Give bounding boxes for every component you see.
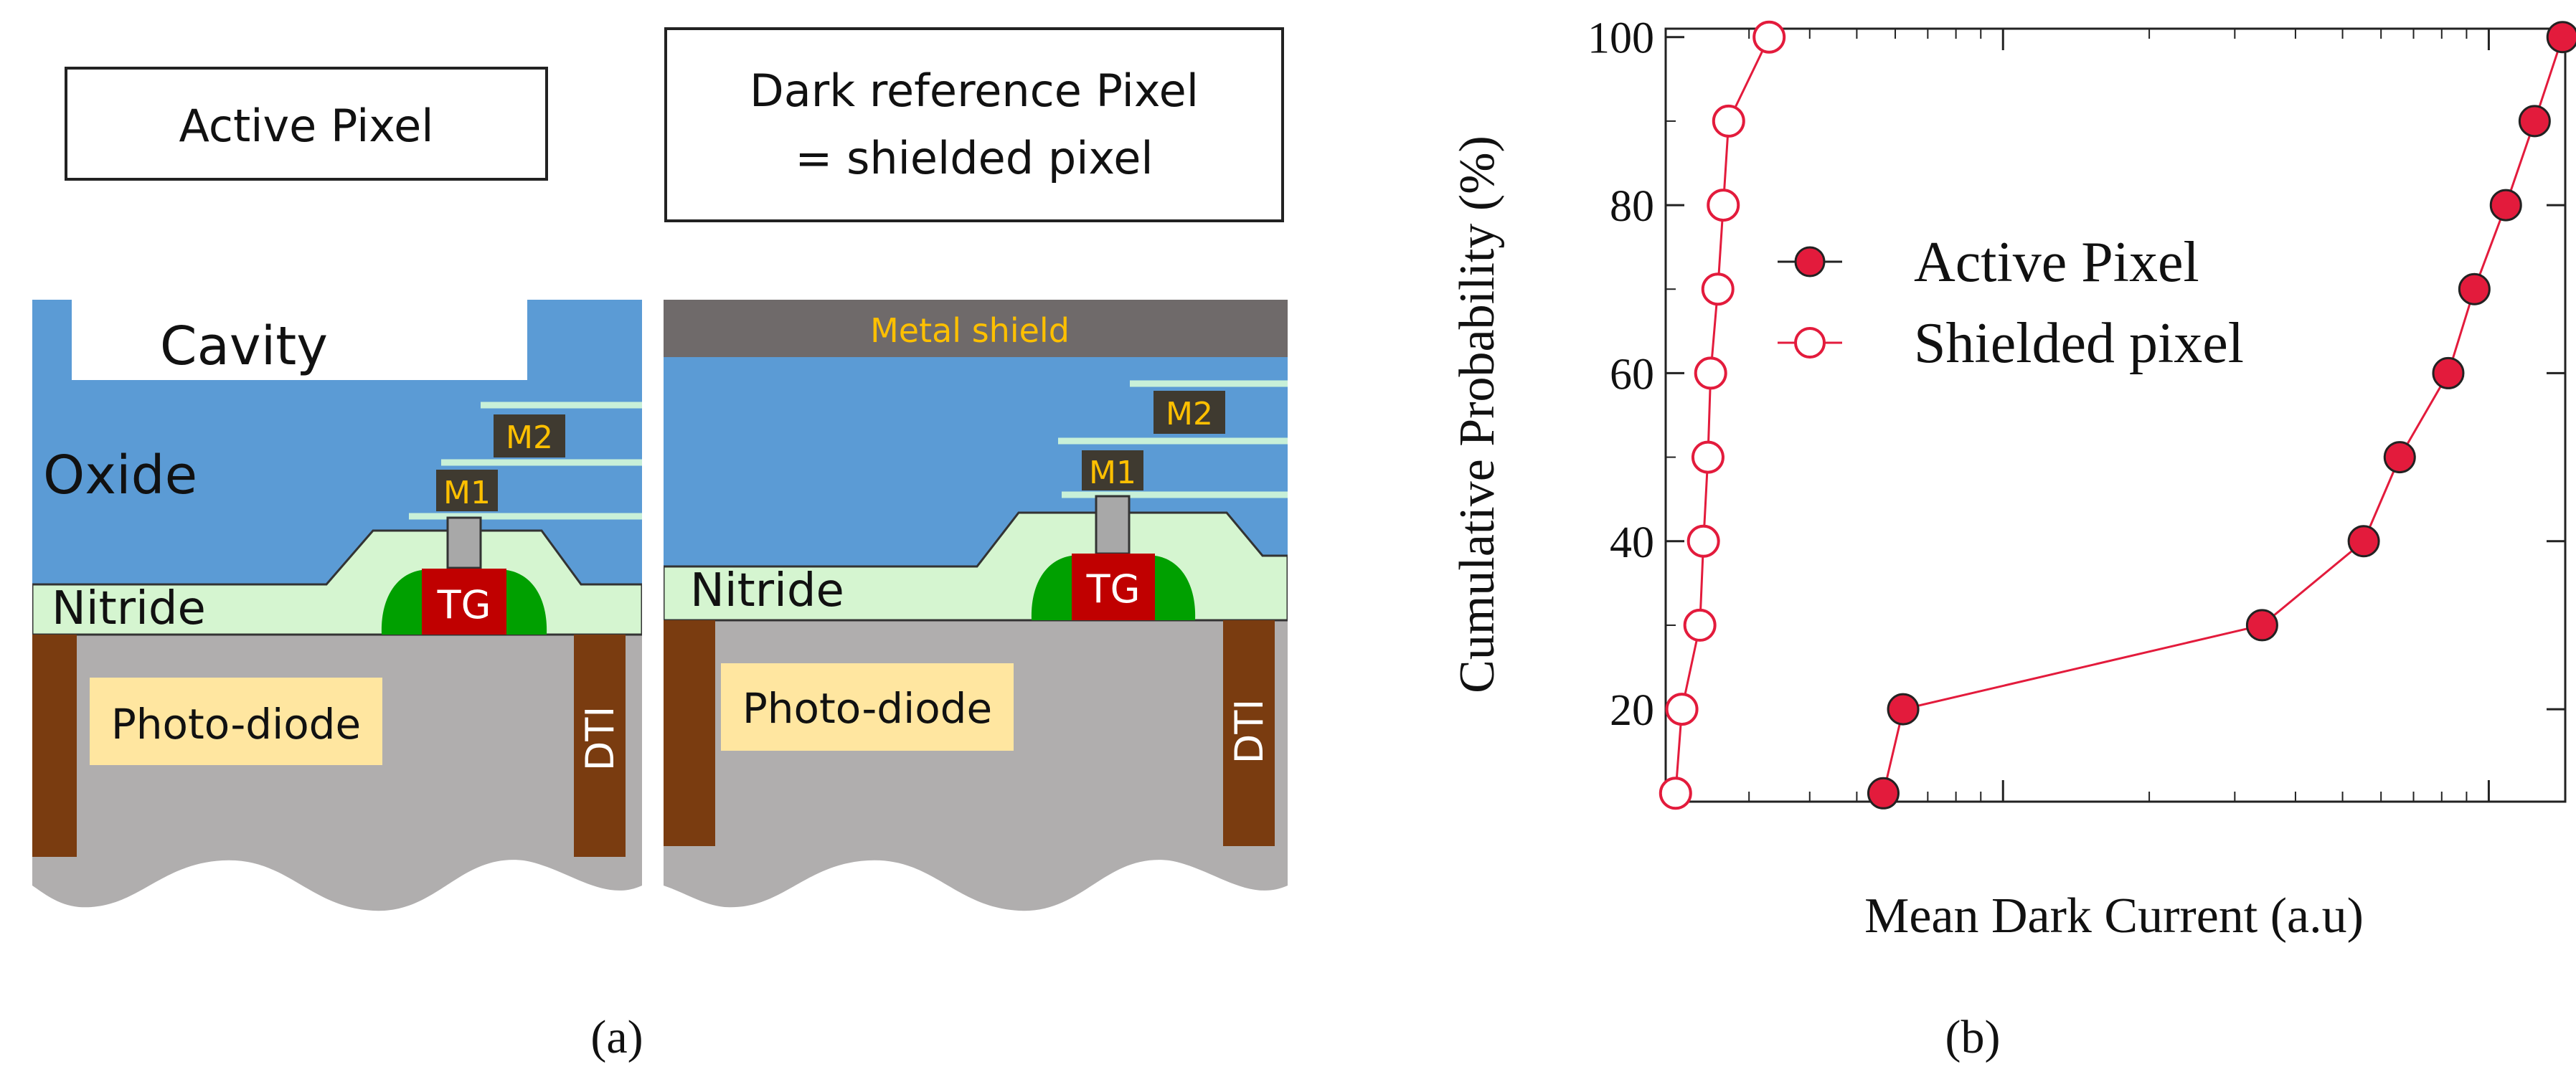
active-point xyxy=(2245,609,2278,642)
metal-shield-label: Metal shield xyxy=(870,311,1070,350)
dark-reference-title-box xyxy=(664,27,1284,222)
y-axis-label: Cumulative Probability (%) xyxy=(1450,136,1505,693)
shield-dti-left xyxy=(664,620,715,846)
dark-reference-title-line1: Dark reference Pixel xyxy=(750,65,1199,117)
shielded-point xyxy=(1686,524,1720,558)
active-dti-left xyxy=(32,635,77,857)
y-tick-label: 80 xyxy=(1610,182,1654,231)
active-silicon-substrate xyxy=(32,635,642,911)
legend-marker-shielded xyxy=(1794,327,1826,359)
shield-m1-label-bg xyxy=(1082,450,1143,490)
active-point xyxy=(2383,441,2416,474)
active-m1-label: M1 xyxy=(443,475,491,511)
active-m2-label: M2 xyxy=(506,419,553,456)
y-tick-label: 40 xyxy=(1610,518,1654,567)
metal-shield xyxy=(664,300,1288,357)
dark-reference-title-line2: = shielded pixel xyxy=(795,132,1153,184)
shield-m1-label: M1 xyxy=(1089,455,1136,491)
active-point xyxy=(2489,189,2522,222)
shielded-point xyxy=(1707,189,1740,222)
legend-label-shielded: Shielded pixel xyxy=(1914,312,2244,375)
series-line-shielded xyxy=(1674,37,1770,794)
shield-contact-plug xyxy=(1095,495,1131,555)
shield-dti-label: DTI xyxy=(1227,699,1272,764)
shield-nitride-label: Nitride xyxy=(690,564,844,617)
shield-dti-right xyxy=(1223,620,1275,846)
active-m1-label-bg xyxy=(436,470,498,511)
y-tick-label: 20 xyxy=(1610,686,1654,735)
legend: Active Pixel Shielded pixel xyxy=(1778,231,2244,375)
active-photodiode-label: Photo-diode xyxy=(111,700,361,749)
shield-tg-label: TG xyxy=(1086,566,1141,612)
shield-m2-label-bg xyxy=(1153,391,1225,434)
active-point xyxy=(2432,356,2465,389)
active-nitride-label: Nitride xyxy=(52,582,206,635)
active-contact-plug xyxy=(446,516,482,569)
x-axis-label: Mean Dark Current (a.u) xyxy=(1864,888,2364,944)
shield-m2-label: M2 xyxy=(1166,396,1213,432)
active-point xyxy=(2347,525,2380,558)
legend-label-active: Active Pixel xyxy=(1914,231,2199,294)
shielded-point xyxy=(1659,777,1692,810)
y-axis-ticks: 20 40 60 80 100 xyxy=(1587,14,2565,794)
active-cavity-label: Cavity xyxy=(160,315,328,377)
active-dti-right xyxy=(574,635,626,857)
shield-photodiode-label: Photo-diode xyxy=(742,684,992,733)
legend-marker-active xyxy=(1794,246,1826,277)
shielded-point xyxy=(1694,356,1727,390)
shielded-pixel-cross-section xyxy=(664,300,1288,911)
active-oxide-label: Oxide xyxy=(43,445,197,506)
active-m2-label-bg xyxy=(494,414,565,457)
active-left-spacer xyxy=(381,570,422,635)
active-tg-label: TG xyxy=(437,582,491,627)
active-point xyxy=(1867,777,1900,810)
dark-current-chart: 20 40 60 80 100 Cumulative Probability (%) M… xyxy=(1450,14,2576,1063)
y-tick-label: 100 xyxy=(1587,14,1654,63)
series-line-active xyxy=(1882,37,2564,794)
series-markers xyxy=(1659,20,2576,810)
active-point xyxy=(2546,21,2576,54)
active-right-spacer xyxy=(506,570,547,635)
shield-right-spacer xyxy=(1155,556,1196,620)
shielded-point xyxy=(1665,693,1699,726)
active-point xyxy=(2458,272,2491,305)
x-axis-ticks xyxy=(1748,29,2490,802)
panel-b-caption: (b) xyxy=(1945,1011,2001,1063)
shielded-point xyxy=(1701,272,1735,306)
active-point xyxy=(1887,693,1920,726)
shielded-point xyxy=(1712,104,1745,138)
shielded-point xyxy=(1752,20,1786,54)
shielded-point xyxy=(1683,608,1717,642)
shield-transfer-gate xyxy=(1072,554,1155,620)
active-transfer-gate xyxy=(422,569,506,635)
active-pixel-title-box xyxy=(65,67,548,181)
shielded-point xyxy=(1691,440,1725,474)
active-pixel-cross-section xyxy=(32,300,642,911)
active-cavity xyxy=(72,300,527,380)
plot-frame xyxy=(1664,27,2567,803)
series-lines xyxy=(1674,37,2564,794)
panel-a: Active Pixel Dark reference Pixel = shie… xyxy=(32,27,1288,1063)
shield-photodiode-box xyxy=(721,663,1014,751)
active-photodiode-box xyxy=(90,678,382,765)
active-dti-label: DTI xyxy=(577,706,623,772)
shield-left-spacer xyxy=(1031,556,1072,620)
active-pixel-title: Active Pixel xyxy=(179,100,434,152)
panel-a-caption: (a) xyxy=(590,1011,643,1063)
y-tick-label: 60 xyxy=(1610,350,1654,399)
active-point xyxy=(2518,105,2551,138)
